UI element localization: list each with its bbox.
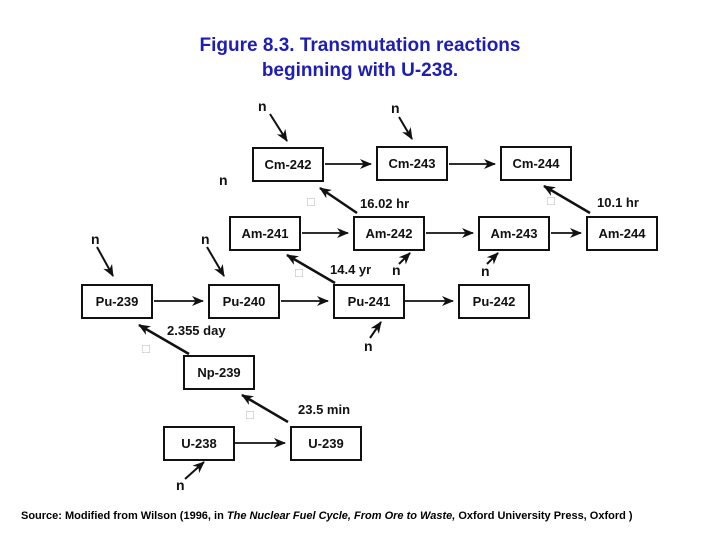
neutron-label-cm243: n bbox=[391, 100, 400, 116]
node-pu-240: Pu-240 bbox=[208, 284, 280, 319]
half-life-am242-cm242: 16.02 hr bbox=[360, 196, 410, 211]
node-u-239: U-239 bbox=[290, 426, 362, 461]
node-am-243: Am-243 bbox=[478, 216, 550, 251]
node-cm-243: Cm-243 bbox=[376, 146, 448, 181]
source-text-italic: The Nuclear Fuel Cycle, From Ore to Wast… bbox=[226, 510, 456, 522]
node-pu-242: Pu-242 bbox=[458, 284, 530, 319]
neutron-label-pu241: n bbox=[364, 338, 373, 354]
half-life-u239-np239: 23.5 min bbox=[298, 402, 351, 417]
half-life-am244-cm244: 10.1 hr bbox=[597, 195, 639, 210]
neutron-arrows bbox=[96, 113, 499, 480]
node-pu-239: Pu-239 bbox=[81, 284, 153, 319]
source-text-suffix: Oxford University Press, Oxford ) bbox=[455, 510, 633, 522]
neutron-label-u238: n bbox=[176, 477, 185, 493]
node-am-241: Am-241 bbox=[229, 216, 301, 251]
beta-symbol-icon: □ bbox=[142, 341, 150, 356]
slide-title: Figure 8.3. Transmutation reactions begi… bbox=[0, 33, 720, 83]
horizontal-capture-arrows bbox=[154, 159, 582, 448]
slide-title-line2: beginning with U-238. bbox=[261, 60, 459, 81]
neutron-label-am243: n bbox=[481, 263, 490, 279]
node-np-239: Np-239 bbox=[183, 355, 255, 390]
half-life-pu241-am241: 14.4 yr bbox=[330, 262, 372, 277]
neutron-label-pu239: n bbox=[91, 231, 100, 247]
neutron-label-am242: n bbox=[392, 262, 401, 278]
neutron-label-pu240: n bbox=[201, 231, 210, 247]
slide-title-line1: Figure 8.3. Transmutation reactions bbox=[199, 35, 521, 56]
neutron-label-cm242: n bbox=[258, 98, 267, 114]
neutron-label-floating: n bbox=[219, 172, 228, 188]
node-am-244: Am-244 bbox=[586, 216, 658, 251]
source-text-prefix: Source: Modified from Wilson (1996, in bbox=[21, 510, 227, 522]
node-pu-241: Pu-241 bbox=[333, 284, 405, 319]
source-citation: Source: Modified from Wilson (1996, in T… bbox=[21, 509, 711, 523]
beta-symbol-icon: □ bbox=[246, 407, 254, 422]
node-am-242: Am-242 bbox=[353, 216, 425, 251]
beta-symbol-icon: □ bbox=[307, 194, 315, 209]
beta-symbol-icon: □ bbox=[295, 265, 303, 280]
node-u-238: U-238 bbox=[163, 426, 235, 461]
beta-decay-arrows bbox=[138, 184, 591, 424]
node-cm-244: Cm-244 bbox=[500, 146, 572, 181]
beta-symbol-icon: □ bbox=[547, 193, 555, 208]
half-life-np239-pu239: 2.355 day bbox=[167, 323, 226, 338]
node-cm-242: Cm-242 bbox=[252, 147, 324, 182]
